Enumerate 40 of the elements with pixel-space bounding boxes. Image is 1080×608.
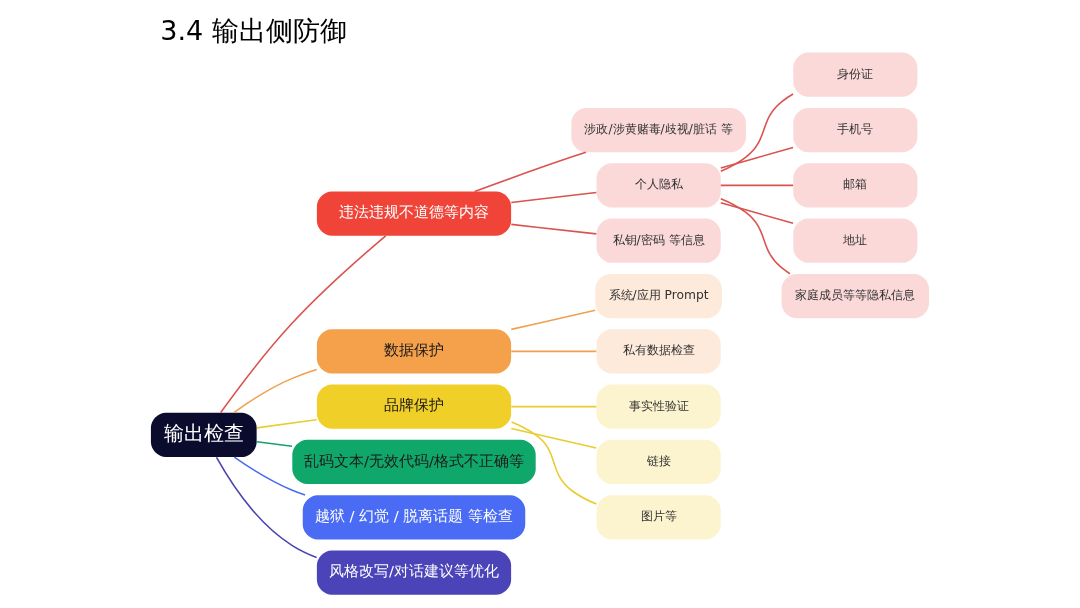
connector	[256, 440, 293, 448]
node-box: 邮箱	[793, 163, 918, 208]
node-box: 违法违规不道德等内容	[316, 191, 512, 236]
connector	[256, 418, 318, 429]
node-box: 手机号	[793, 107, 918, 153]
node-box: 地址	[793, 218, 918, 263]
node-box: 乱码文本/无效代码/格式不正确等	[292, 439, 536, 485]
connector	[510, 350, 598, 353]
node-box: 身份证	[793, 52, 918, 97]
connector	[233, 368, 318, 414]
connector	[720, 146, 794, 169]
node-box: 私钥/密码 等信息	[596, 218, 721, 263]
node-box: 涉政/涉黄赌毒/歧视/脏话 等	[571, 107, 746, 153]
connector	[510, 405, 598, 408]
connector	[720, 201, 794, 225]
connector	[720, 184, 794, 187]
node-box: 私有数据检查	[596, 329, 721, 374]
node-box: 越狱 / 幻觉 / 脱离话题 等检查	[302, 495, 526, 540]
connector	[233, 456, 306, 496]
connector	[510, 191, 598, 204]
diagram-title: 3.4 输出侧防御	[160, 14, 347, 46]
connector	[510, 427, 598, 449]
node-box: 事实性验证	[596, 384, 721, 429]
node-box: 品牌保护	[316, 384, 512, 429]
node-box: 家庭成员等等隐私信息	[781, 273, 930, 319]
connector	[510, 309, 597, 331]
connector	[219, 235, 387, 414]
connector	[720, 93, 794, 172]
node-box: 数据保护	[316, 329, 512, 374]
node-box: 图片等	[596, 495, 721, 540]
connector	[215, 456, 318, 559]
node-box: 风格改写/对话建议等优化	[316, 550, 512, 595]
node-box: 链接	[596, 439, 721, 485]
connector	[510, 421, 598, 505]
connector	[473, 151, 587, 193]
node-box: 系统/应用 Prompt	[595, 273, 722, 319]
node-box: 输出检查	[150, 412, 257, 458]
connector	[510, 223, 598, 235]
connector	[720, 197, 791, 275]
node-box: 个人隐私	[596, 163, 721, 208]
